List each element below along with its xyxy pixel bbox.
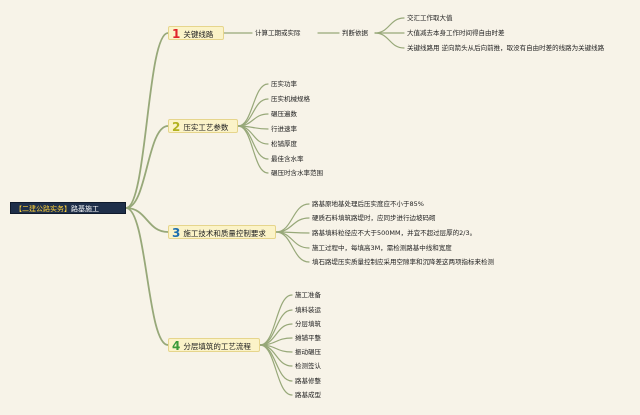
leaf-2-1[interactable]: 压实功率 <box>271 80 297 88</box>
leaf-3-1[interactable]: 路基原地基处理后压实度应不小于85% <box>312 200 424 208</box>
leaf-3-4[interactable]: 施工过程中，每填高3M，需检测路基中线和宽度 <box>312 244 452 252</box>
connector-20 <box>275 231 310 263</box>
connector-1 <box>125 125 169 209</box>
leaf-4-1[interactable]: 施工准备 <box>295 291 321 299</box>
leaf-3-2[interactable]: 硬质石料填筑路堤时，应同步进行边坡码砌 <box>312 214 436 222</box>
root-node[interactable]: 【二建公路实务】路基施工 <box>10 202 126 214</box>
leaf-2-6[interactable]: 最佳含水率 <box>271 155 304 163</box>
leaf-3-5[interactable]: 填石路堤压实质量控制应采用空隙率和沉降差这两项指标来检测 <box>312 258 494 266</box>
root-title: 路基施工 <box>71 205 99 213</box>
connector-27 <box>259 344 293 382</box>
leaf-1-3[interactable]: 关键线路用 逆向箭头从后向前推，取没有自由时差的线路为关键线路 <box>407 44 605 52</box>
leaf-2-7[interactable]: 碾压时含水率范围 <box>271 169 323 177</box>
leaf-4-7[interactable]: 路基修整 <box>295 377 321 385</box>
branch-number-1: 1 <box>172 27 181 41</box>
leaf-4-8[interactable]: 路基成型 <box>295 391 321 399</box>
connector-2 <box>125 207 169 233</box>
connector-6 <box>374 17 405 34</box>
leaf-4-3[interactable]: 分层填筑 <box>295 320 321 328</box>
connector-8 <box>374 32 405 49</box>
root-title-highlight: 【二建公路实务】 <box>15 205 71 213</box>
connector-19 <box>275 231 310 249</box>
connector-22 <box>259 309 293 346</box>
leaf-2-2[interactable]: 压实机械规格 <box>271 95 310 103</box>
node-judgement-basis[interactable]: 判断依据 <box>342 29 368 37</box>
leaf-2-5[interactable]: 松铺厚度 <box>271 140 297 148</box>
leaf-4-2[interactable]: 填料装运 <box>295 306 321 314</box>
connector-14 <box>237 125 269 160</box>
branch-number-3: 3 <box>172 226 181 240</box>
connector-15 <box>237 125 269 174</box>
branch-label: 分层填筑的工艺流程 <box>183 342 251 351</box>
leaf-4-4[interactable]: 摊铺平整 <box>295 334 321 342</box>
leaf-1-2[interactable]: 大值减去本身工作时间得自由时差 <box>407 29 505 37</box>
connector-28 <box>259 344 293 396</box>
connector-21 <box>259 294 293 346</box>
leaf-2-3[interactable]: 碾压遍数 <box>271 110 297 118</box>
connector-0 <box>125 32 169 209</box>
branch-label: 压实工艺参数 <box>183 123 229 132</box>
branch-number-4: 4 <box>172 339 181 353</box>
node-calc-duration[interactable]: 计算工期或实际 <box>255 29 301 37</box>
leaf-3-3[interactable]: 路基填料粒径应不大于500MM，并宜不超过层厚的2/3。 <box>312 229 477 237</box>
connector-10 <box>237 98 269 127</box>
connector-3 <box>125 207 169 346</box>
branch-number-2: 2 <box>172 120 181 134</box>
leaf-1-1[interactable]: 交汇工作取大值 <box>407 14 453 22</box>
branch-label: 施工技术和质量控制要求 <box>183 229 266 238</box>
connector-17 <box>275 217 310 233</box>
leaf-2-4[interactable]: 行进速率 <box>271 125 297 133</box>
leaf-4-6[interactable]: 检测签认 <box>295 362 321 370</box>
branch-label: 关键线路 <box>183 30 214 39</box>
leaf-4-5[interactable]: 振动碾压 <box>295 348 321 356</box>
